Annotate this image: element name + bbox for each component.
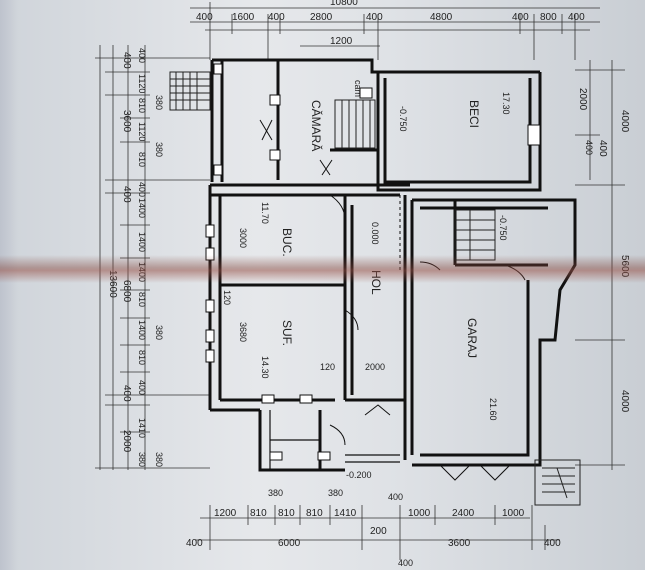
dim-bottom-inner-4: 1410 bbox=[334, 508, 357, 519]
dim-top-3: 400 bbox=[268, 12, 285, 23]
dim-top-8: 800 bbox=[540, 12, 557, 23]
thin-walls bbox=[269, 410, 400, 470]
dim-left-inner-4: 810 bbox=[137, 152, 147, 167]
dim-left-inner-1: 1120 bbox=[137, 74, 147, 93]
dim-left-inner-7: 1400 bbox=[137, 232, 147, 252]
dim-top-4: 2800 bbox=[310, 12, 333, 23]
dim-left-inner-3: 1120 bbox=[137, 122, 147, 141]
dim-left-small-2: 380 bbox=[154, 325, 164, 340]
right-dimensions: 2000 4000 400 5600 4000 bbox=[577, 88, 630, 413]
dim-400: 400 bbox=[584, 140, 594, 155]
dim-top-7: 400 bbox=[512, 12, 529, 23]
dim-left-inner-2: 810 bbox=[137, 98, 147, 113]
dim-left-outer-2: 400 bbox=[121, 186, 132, 203]
room-labels: BECI 17.30 -0.750 CĂMARĂ cam BUC. 11.70 … bbox=[222, 80, 594, 480]
dim-overall-width: 10800 bbox=[330, 0, 358, 8]
dim-bottom-small-0: 380 bbox=[268, 488, 283, 498]
dim-overall-height: 13600 bbox=[107, 270, 118, 298]
dim-bottom-outer-0: 400 bbox=[186, 538, 203, 549]
dim-left-outer-5: 2000 bbox=[121, 430, 132, 453]
dim-bottom-small-2: 400 bbox=[388, 492, 403, 502]
room-buc-area: 11.70 bbox=[260, 202, 270, 224]
room-suf-area: 14.30 bbox=[260, 356, 270, 379]
room-suf-dim: 3680 bbox=[238, 322, 248, 342]
room-suf: SUF. bbox=[280, 320, 294, 346]
dim-left-outer-3: 6800 bbox=[121, 280, 132, 303]
bottom-dimensions: 1200 810 810 810 1410 1000 2400 1000 400… bbox=[186, 488, 561, 568]
room-garaj: GARAJ bbox=[465, 318, 479, 358]
room-beci-area: 17.30 bbox=[501, 92, 511, 115]
dim-bottom-inner-3: 810 bbox=[306, 508, 323, 519]
dim-left-outer-1: 3600 bbox=[121, 110, 132, 133]
dim-left-inner-12: 400 bbox=[137, 380, 147, 395]
dim-left-inner-10: 1400 bbox=[137, 320, 147, 340]
dim-left-outer-4: 400 bbox=[121, 385, 132, 402]
windows bbox=[205, 63, 541, 461]
room-buc: BUC. bbox=[280, 228, 294, 257]
paper-shadow bbox=[0, 0, 18, 570]
dim-left-inner-11: 810 bbox=[137, 350, 147, 365]
dim-bottom-inner-5: 1000 bbox=[408, 508, 431, 519]
dim-left-inner-5: 1400 bbox=[137, 198, 147, 218]
dim-right-b: 4000 bbox=[619, 110, 630, 133]
dim-left-inner-9: 810 bbox=[137, 292, 147, 307]
room-camara: CĂMARĂ bbox=[309, 100, 324, 151]
dim-top-6: 4800 bbox=[430, 12, 453, 23]
room-buc-dim: 3000 bbox=[238, 228, 248, 248]
dim-120-b: 120 bbox=[320, 362, 335, 372]
dim-2000: 2000 bbox=[365, 362, 385, 372]
exterior-stairs bbox=[169, 71, 581, 506]
dim-left-small-3: 380 bbox=[154, 452, 164, 467]
dim-right-d: 5600 bbox=[619, 255, 630, 278]
dim-right-c: 400 bbox=[597, 140, 608, 157]
left-dimensions: 13600 400 3600 400 6800 400 2000 400 112… bbox=[107, 48, 164, 467]
dim-left-inner-13: 1410 bbox=[137, 418, 147, 438]
entry-level: -0.200 bbox=[346, 470, 372, 480]
dim-left-inner-6: 400 bbox=[137, 182, 147, 197]
room-garaj-area: 21.60 bbox=[488, 398, 498, 421]
dim-bottom-inner-1: 810 bbox=[250, 508, 267, 519]
room-hol: HOL bbox=[369, 270, 383, 295]
dim-left-inner-0: 400 bbox=[137, 48, 147, 63]
dim-bottom-outer-3: 3600 bbox=[448, 538, 471, 549]
dim-top-9: 400 bbox=[568, 12, 585, 23]
room-beci: BECI bbox=[467, 100, 481, 128]
door-swings bbox=[259, 119, 526, 481]
dim-bottom-outer-2: 200 bbox=[370, 526, 387, 537]
stair-level: -0.750 bbox=[498, 215, 508, 241]
dim-left-inner-8: 1400 bbox=[137, 262, 147, 282]
dim-bottom-inner-7: 1000 bbox=[502, 508, 525, 519]
dim-bottom-outer-1: 6000 bbox=[278, 538, 301, 549]
dim-bottom-inner-2: 810 bbox=[278, 508, 295, 519]
dim-bottom-outer-4: 400 bbox=[544, 538, 561, 549]
dimension-lines bbox=[95, 2, 625, 560]
dim-left-outer-0: 400 bbox=[121, 52, 132, 69]
dim-left-inner-14: 380 bbox=[137, 452, 147, 467]
dim-left-small-0: 380 bbox=[154, 95, 164, 110]
dim-top-2: 1600 bbox=[232, 12, 255, 23]
dim-right-a: 2000 bbox=[577, 88, 588, 111]
walls bbox=[208, 58, 577, 472]
dim-right-e: 4000 bbox=[619, 390, 630, 413]
dim-120-a: 120 bbox=[222, 290, 232, 305]
room-beci-level: -0.750 bbox=[398, 106, 408, 132]
room-cam: cam bbox=[353, 80, 363, 97]
dim-top-5: 400 bbox=[366, 12, 383, 23]
dim-bottom-inner-0: 1200 bbox=[214, 508, 237, 519]
dim-left-small-1: 380 bbox=[154, 142, 164, 157]
dim-bottom-small-3: 400 bbox=[398, 558, 413, 568]
dim-top-10: 1200 bbox=[330, 36, 353, 47]
dim-bottom-small-1: 380 bbox=[328, 488, 343, 498]
dim-top-1: 400 bbox=[196, 12, 213, 23]
dim-bottom-inner-6: 2400 bbox=[452, 508, 475, 519]
room-hol-level: 0.000 bbox=[370, 222, 380, 245]
